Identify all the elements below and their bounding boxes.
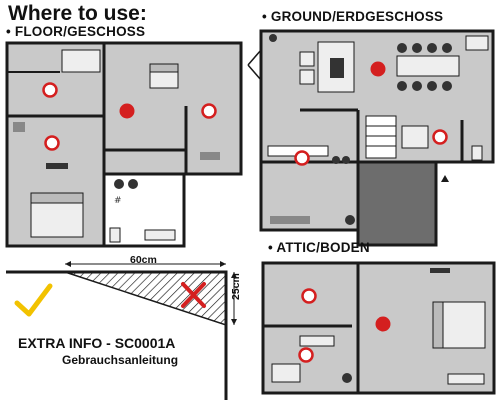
height-dimension-label: 25cm [230,273,242,300]
smoke-detector-optional-icon [301,288,317,304]
smoke-detector-optional-icon [44,135,60,151]
no-mount-zone [64,271,227,327]
section-attic-label: • ATTIC/BODEN [268,240,370,255]
section-floor-label: • FLOOR/GESCHOSS [6,24,146,39]
smoke-detector-optional-icon [42,82,58,98]
cross-icon [181,282,206,308]
section-ground-label: • GROUND/ERDGESCHOSS [262,9,444,24]
smoke-detector-recommended-icon [119,103,135,119]
smoke-detector-recommended-icon [375,316,391,332]
mounting-diagram [6,261,237,400]
svg-text:#: # [114,196,122,206]
attic-plan [261,261,496,395]
smoke-detector-optional-icon [294,150,310,166]
entrance-arrow-icon [441,175,449,182]
width-dimension-label: 60cm [130,254,157,266]
smoke-detector-optional-icon [201,103,217,119]
floor-plan: # [5,41,243,248]
ground-floor-plan [247,29,495,247]
smoke-detector-recommended-icon [370,61,386,77]
page-title: Where to use: [8,2,147,25]
instructions-subtitle: Gebrauchsanleitung [62,353,179,367]
smoke-detector-optional-icon [432,129,448,145]
extra-info-label: EXTRA INFO - SC0001A [18,335,176,351]
checkmark-icon [14,283,53,317]
smoke-detector-optional-icon [298,347,314,363]
